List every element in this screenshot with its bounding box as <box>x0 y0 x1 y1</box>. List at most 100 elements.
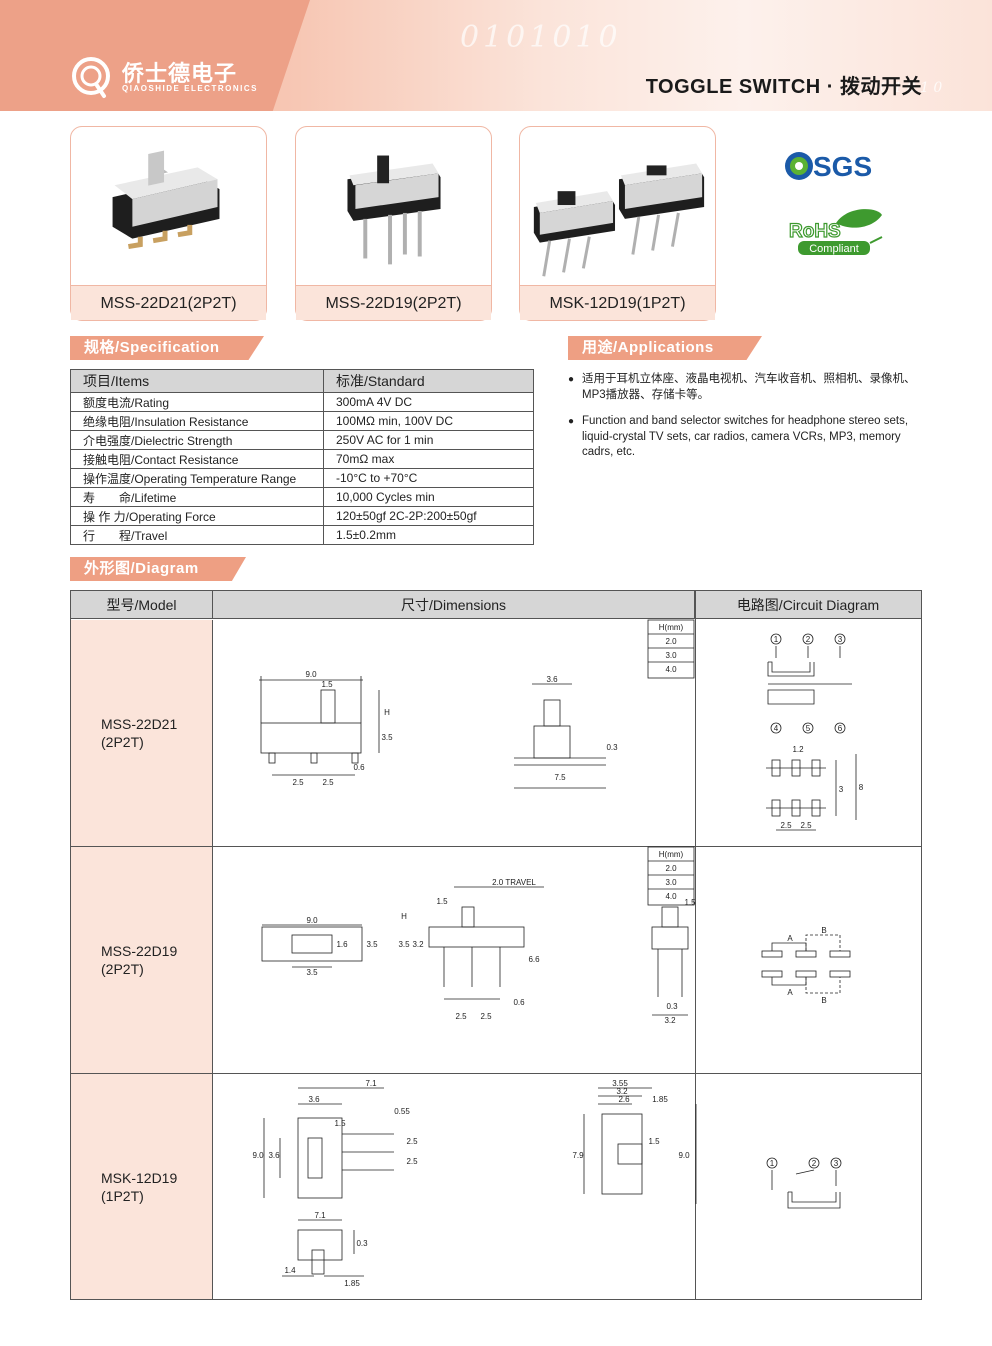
header-binary-decoration: 0101010 <box>460 20 622 55</box>
spec-value: 120±50gf 2C-2P:200±50gf <box>323 506 534 526</box>
spec-item: 寿 命/Lifetime <box>70 487 324 507</box>
product-photo-mss-22d19 <box>347 155 441 265</box>
side-view <box>514 683 606 789</box>
product-caption: MSS-22D19(2P2T) <box>296 285 491 320</box>
dim-label: 1.5 <box>334 1119 346 1128</box>
diagram-table: 型号/Model 尺寸/Dimensions 电路图/Circuit Diagr… <box>70 590 922 1300</box>
dim-label: 7.9 <box>572 1151 584 1160</box>
dim-label: 3.5 <box>381 733 393 742</box>
dim-label: 2.5 <box>480 1012 492 1021</box>
h-table-header: H(mm) <box>659 850 684 859</box>
circuit-label: B <box>821 926 826 935</box>
dim-label: 6.6 <box>528 955 540 964</box>
spec-value: 10,000 Cycles min <box>323 487 534 507</box>
dim-label: 0.3 <box>356 1239 368 1248</box>
dim-label: 3.6 <box>546 675 558 684</box>
header-binary-decoration-small: 0 1 0 1 0 <box>880 80 943 96</box>
spec-value: 250V AC for 1 min <box>323 430 534 450</box>
h-table-value: 3.0 <box>665 878 677 887</box>
top-view <box>261 924 363 968</box>
circuit-label: A <box>787 934 793 943</box>
spec-value: -10°C to +70°C <box>323 468 534 488</box>
dim-label: 0.6 <box>513 998 525 1007</box>
specification-header-row: 项目/Items 标准/Standard <box>70 369 534 393</box>
specification-section-tab: 规格/Specification <box>70 336 264 360</box>
front-view <box>259 676 380 776</box>
spec-item: 额度电流/Rating <box>70 392 324 412</box>
dim-label: 3.5 <box>366 940 378 949</box>
dim-label: 3.5 <box>398 940 410 949</box>
dim-label: 1.5 <box>648 1137 660 1146</box>
dim-label: 2.5 <box>322 778 334 787</box>
product-caption: MSK-12D19(1P2T) <box>520 285 715 320</box>
circuit-label: B <box>821 996 826 1005</box>
h-table-value: 4.0 <box>665 892 677 901</box>
spec-value: 70mΩ max <box>323 449 534 469</box>
applications-list: 适用于耳机立体座、液晶电视机、汽车收音机、照相机、录像机、MP3播放器、存储卡等… <box>568 372 923 472</box>
product-photo-msk-12d19 <box>533 163 705 277</box>
dim-label: 3.2 <box>412 940 424 949</box>
circuit-pin-label: 3 <box>834 1159 839 1168</box>
h-table-header: H(mm) <box>659 623 684 632</box>
dim-label: 3.2 <box>664 1016 676 1025</box>
dim-label: 2.5 <box>455 1012 467 1021</box>
model-poles: (2P2T) <box>101 734 144 750</box>
circuit-pin-label: 2 <box>806 635 811 644</box>
dim-label: 2.5 <box>406 1137 418 1146</box>
spec-value: 300mA 4V DC <box>323 392 534 412</box>
diagram-model-cell: MSS-22D21 (2P2T) <box>71 620 213 846</box>
dim-label: H <box>401 912 407 921</box>
dim-label: 8 <box>859 783 864 792</box>
dim-label: 3.5 <box>306 968 318 977</box>
dim-label: 1.5 <box>684 898 696 907</box>
h-table: H(mm) 2.0 3.0 4.0 <box>647 619 695 679</box>
diagram-header-dimensions: 尺寸/Dimensions <box>213 591 695 619</box>
dim-label: 2.5 <box>780 821 792 830</box>
dim-label: 3.55 <box>612 1079 628 1088</box>
spec-header-standard: 标准/Standard <box>323 369 534 393</box>
circuit-diagram-mss-22d19: A B A B <box>761 926 851 1005</box>
sgs-text: SGS <box>813 151 872 182</box>
company-logo-icon <box>72 57 110 98</box>
page-header: 0101010 0 1 0 1 0 侨士德电子 QIAOSHIDE ELECTR… <box>0 0 992 111</box>
rohs-logo-icon: RoHS Compliant <box>788 209 883 255</box>
spec-item: 操 作 力/Operating Force <box>70 506 324 526</box>
side-view <box>583 1087 697 1204</box>
spec-header-items: 项目/Items <box>70 369 324 393</box>
front-view <box>428 886 544 1000</box>
table-row: 操作温度/Operating Temperature Range-10°C to… <box>70 468 534 488</box>
spec-value: 100MΩ min, 100V DC <box>323 411 534 431</box>
dim-label: 1.6 <box>336 940 348 949</box>
diagram-section-tab: 外形图/Diagram <box>70 557 246 581</box>
circuit-pin-label: 4 <box>774 724 779 733</box>
dim-label: 7.1 <box>314 1211 326 1220</box>
applications-section-tab: 用途/Applications <box>568 336 762 360</box>
product-photo-mss-22d21 <box>112 150 220 250</box>
diagram-header-model: 型号/Model <box>71 591 213 619</box>
row-divider <box>71 846 921 847</box>
side-view <box>651 906 689 1016</box>
sgs-logo-icon: SGS <box>785 151 872 182</box>
dim-label: 0.3 <box>666 1002 678 1011</box>
rohs-text: RoHS <box>789 221 841 242</box>
diagram-header-circuit: 电路图/Circuit Diagram <box>695 591 921 619</box>
dim-label: 2.5 <box>800 821 812 830</box>
circuit-pin-label: 6 <box>838 724 843 733</box>
dim-label: 1.5 <box>436 897 448 906</box>
dim-label: 1.85 <box>652 1095 668 1104</box>
h-table-value: 3.0 <box>665 651 677 660</box>
dim-label: 2.5 <box>292 778 304 787</box>
product-caption: MSS-22D21(2P2T) <box>71 285 266 320</box>
company-name-en: QIAOSHIDE ELECTRONICS <box>122 84 258 93</box>
top-view <box>263 1087 394 1199</box>
spec-item: 接触电阻/Contact Resistance <box>70 449 324 469</box>
model-name: MSS-22D21 <box>101 716 178 732</box>
diagram-model-cell: MSK-12D19(1P2T) <box>71 1074 213 1299</box>
